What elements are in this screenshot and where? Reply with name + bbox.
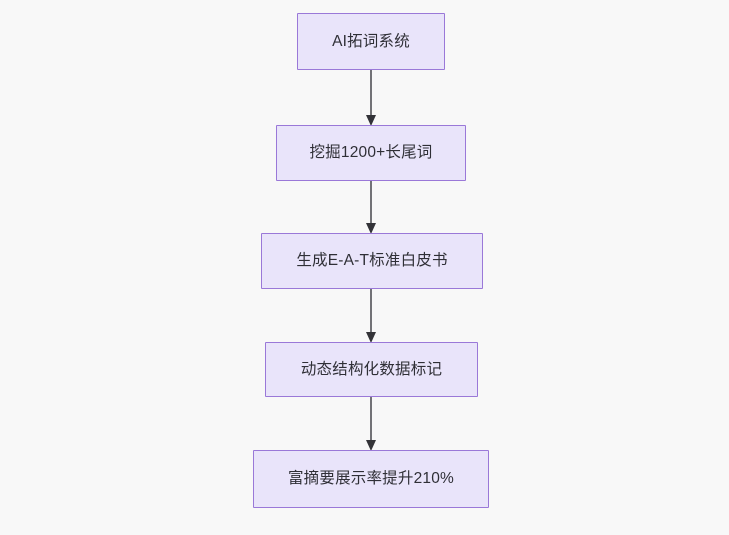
node-ai-keyword-system[interactable]: AI拓词系统 — [297, 13, 445, 70]
edge-arrowhead-3 — [366, 332, 376, 343]
node-generate-eat-whitepaper[interactable]: 生成E-A-T标准白皮书 — [261, 233, 483, 289]
node-label-ai-keyword-system: AI拓词系统 — [332, 32, 410, 50]
edge-connector-4 — [366, 397, 376, 451]
node-mine-longtail-keywords[interactable]: 挖掘1200+长尾词 — [276, 125, 466, 181]
node-label-dynamic-structured-data: 动态结构化数据标记 — [300, 360, 443, 378]
node-label-mine-longtail-keywords: 挖掘1200+长尾词 — [309, 144, 433, 162]
node-label-rich-snippet-lift: 富摘要展示率提升210% — [287, 470, 455, 488]
edge-connector-2 — [366, 181, 376, 234]
edge-arrowhead-1 — [366, 115, 376, 126]
node-rich-snippet-lift[interactable]: 富摘要展示率提升210% — [253, 450, 489, 508]
edge-connector-1 — [366, 70, 376, 126]
edge-arrowhead-4 — [366, 440, 376, 451]
node-label-generate-eat-whitepaper: 生成E-A-T标准白皮书 — [296, 252, 448, 270]
node-dynamic-structured-data[interactable]: 动态结构化数据标记 — [265, 342, 478, 397]
edge-connector-3 — [366, 289, 376, 343]
edge-arrowhead-2 — [366, 223, 376, 234]
